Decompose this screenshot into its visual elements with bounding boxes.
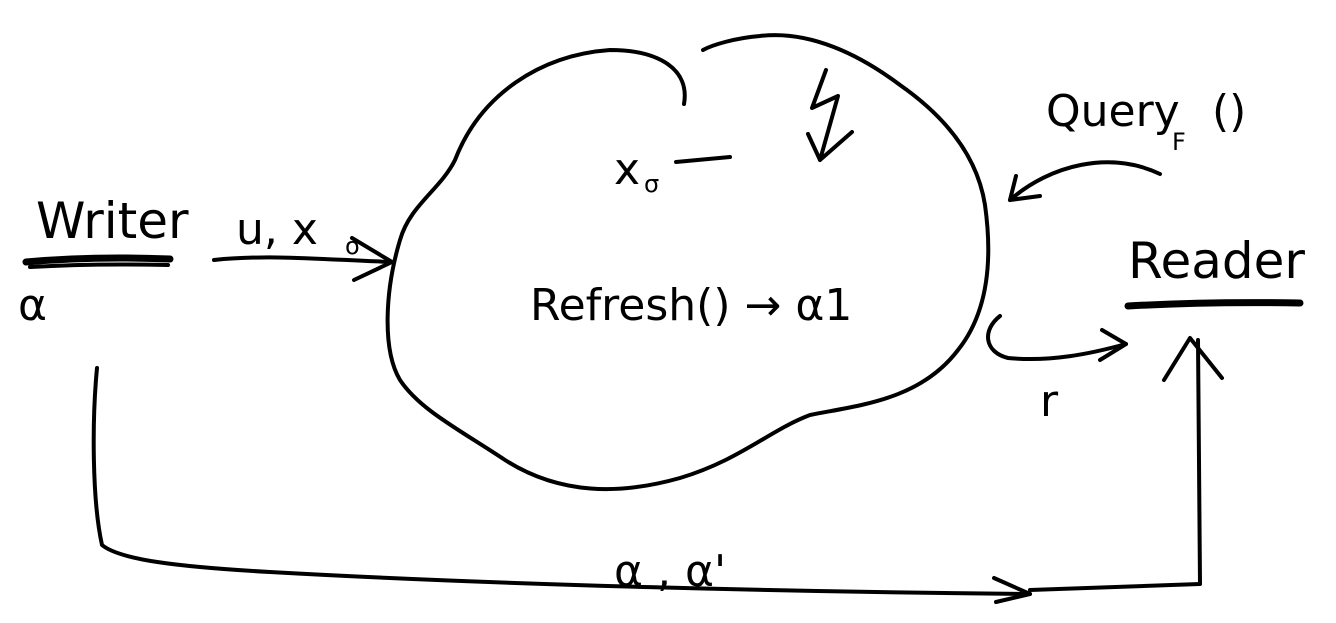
writer-edge-line xyxy=(212,255,394,264)
reader-node[interactable]: Reader xyxy=(1124,232,1305,310)
lightning-bolt-icon xyxy=(806,68,854,162)
writer-label: Writer xyxy=(36,192,189,250)
writer-underline xyxy=(22,254,174,266)
writer-node[interactable]: Writer α xyxy=(18,192,189,331)
cloud-state-bar xyxy=(674,155,732,164)
writer-to-reader-edge: α , α' xyxy=(91,336,1224,604)
cloud-state-sub: σ xyxy=(644,170,659,198)
writer-edge-label: u, x xyxy=(236,204,318,255)
system-cloud[interactable]: x σ Refresh() → α1 xyxy=(385,33,991,492)
query-edge-label-suffix: () xyxy=(1212,86,1246,137)
cloud-outline xyxy=(385,33,991,492)
bottom-edge-riser-arrowhead xyxy=(1162,336,1224,382)
bottom-edge-label: α , α' xyxy=(614,546,726,597)
query-edge-arrowhead xyxy=(1008,174,1042,202)
query-edge-label-sub: F xyxy=(1172,128,1186,156)
reader-underline xyxy=(1124,299,1304,310)
response-edge-label: r xyxy=(1040,376,1059,427)
bottom-edge-riser xyxy=(1028,338,1202,592)
query-edge-line xyxy=(1008,160,1162,202)
response-edge: r xyxy=(986,314,1128,427)
query-edge-label: Query xyxy=(1046,86,1180,137)
bottom-edge-arrowhead xyxy=(992,576,1032,604)
cloud-refresh-label: Refresh() → α1 xyxy=(530,280,852,331)
response-edge-line xyxy=(986,314,1128,362)
bottom-edge-line xyxy=(91,366,1032,596)
writer-underline-2 xyxy=(28,262,170,269)
query-edge: Query F () xyxy=(1008,86,1246,202)
response-edge-arrowhead xyxy=(1098,328,1128,362)
cloud-state-label: x xyxy=(614,144,640,195)
writer-param: α xyxy=(18,280,47,331)
writer-edge-arrowhead xyxy=(350,236,394,282)
reader-label: Reader xyxy=(1128,232,1305,290)
writer-to-cloud-edge: u, x σ xyxy=(212,204,394,282)
